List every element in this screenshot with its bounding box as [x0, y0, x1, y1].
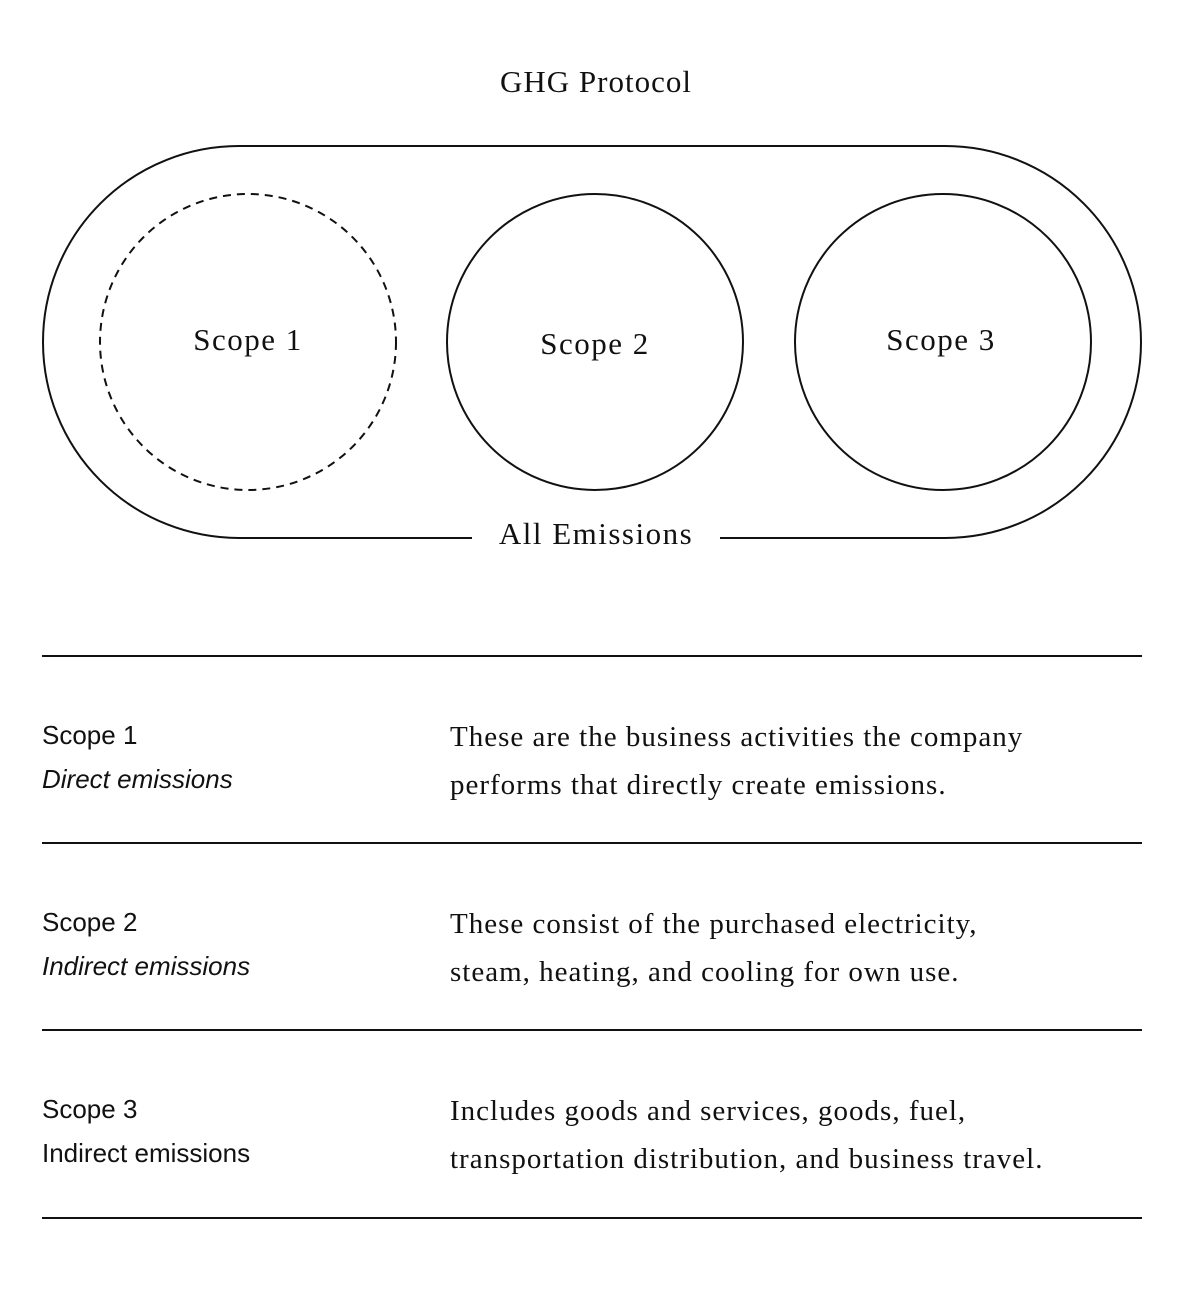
table-row: Scope 2 Indirect emissions These consist…	[42, 842, 1142, 1029]
scope-2-circle-label: Scope 2	[540, 326, 650, 361]
scope-cell: Scope 2 Indirect emissions	[42, 900, 250, 988]
description-line: These consist of the purchased electrici…	[450, 908, 978, 940]
scope-1-circle-label: Scope 1	[193, 322, 303, 357]
ghg-diagram: GHG Protocol Scope 1 Scope 2 Scope 3 All…	[0, 0, 1192, 600]
scope-name: Scope 3	[42, 1094, 138, 1124]
scope-2-circle	[446, 193, 744, 491]
emission-type: Indirect emissions	[42, 951, 251, 981]
scope-3-circle	[794, 193, 1092, 491]
all-emissions-label: All Emissions	[472, 516, 720, 552]
description-line: Includes goods and services, goods, fuel…	[450, 1095, 967, 1127]
scope-1-circle	[99, 193, 397, 491]
scope-description: These are the business activities the co…	[450, 713, 1150, 809]
scope-cell: Scope 1 Direct emissions	[42, 713, 233, 801]
table-row: Scope 3 Indirect emissions Includes good…	[42, 1029, 1142, 1219]
emission-type: Indirect emissions	[42, 1138, 251, 1168]
scope-3-circle-label: Scope 3	[886, 322, 996, 357]
emission-type: Direct emissions	[42, 764, 233, 794]
description-line: transportation distribution, and busines…	[450, 1143, 1044, 1175]
table-row: Scope 1 Direct emissions These are the b…	[42, 655, 1142, 842]
scope-description: Includes goods and services, goods, fuel…	[450, 1087, 1150, 1183]
scope-name: Scope 2	[42, 907, 138, 937]
description-line: steam, heating, and cooling for own use.	[450, 956, 960, 988]
scope-description: These consist of the purchased electrici…	[450, 900, 1150, 996]
scope-cell: Scope 3 Indirect emissions	[42, 1087, 250, 1175]
description-line: These are the business activities the co…	[450, 721, 1024, 753]
description-line: performs that directly create emissions.	[450, 769, 947, 801]
diagram-title: GHG Protocol	[500, 64, 692, 99]
scope-table: Scope 1 Direct emissions These are the b…	[42, 655, 1142, 1219]
scope-name: Scope 1	[42, 720, 138, 750]
